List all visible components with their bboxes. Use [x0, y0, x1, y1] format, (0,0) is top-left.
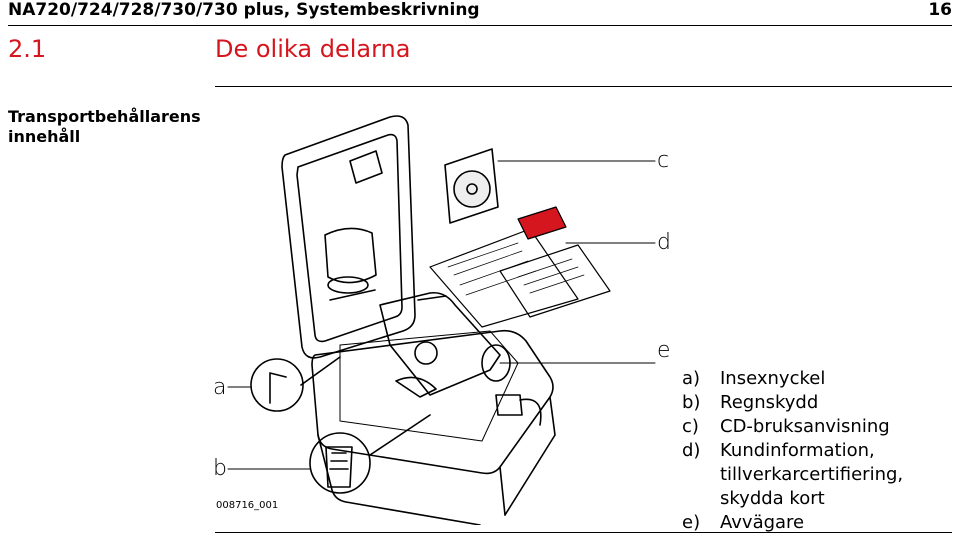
- level-instrument-illustration: [379, 291, 511, 398]
- callout-b: b: [213, 456, 227, 481]
- legend-text: Kundinformation, tillverkarcertifiering,…: [720, 440, 904, 509]
- section-title: De olika delarna: [215, 35, 411, 63]
- legend-key: e): [682, 512, 701, 533]
- case-lid: [281, 115, 416, 359]
- callout-e: e: [657, 338, 671, 363]
- legend-key: b): [682, 392, 701, 413]
- legend-item: b) Regnskydd: [682, 391, 960, 415]
- legend-key: d): [682, 440, 701, 461]
- case-body: [311, 329, 556, 525]
- callout-d: d: [657, 230, 671, 255]
- legend-text: CD-bruksanvisning: [720, 416, 890, 437]
- legend-key: a): [682, 368, 701, 389]
- legend-item: a) Insexnyckel: [682, 367, 960, 391]
- cd-illustration: [444, 148, 499, 224]
- legend-text: Regnskydd: [720, 392, 819, 413]
- legend-item: c) CD-bruksanvisning: [682, 415, 960, 439]
- figure-code: 008716_001: [216, 500, 279, 511]
- hex-key-illustration: [250, 356, 341, 412]
- legend-list: a) Insexnyckel b) Regnskydd c) CD-bruksanvi…: [682, 367, 960, 535]
- documents-illustration: [429, 228, 611, 328]
- section-number: 2.1: [8, 35, 47, 63]
- document-title: NA720/724/728/730/730 plus, Systembeskri…: [8, 0, 480, 20]
- legend-text: Insexnyckel: [720, 368, 826, 389]
- footer-rule: [215, 532, 952, 533]
- rain-cover-illustration: [309, 414, 431, 494]
- protection-card: [517, 206, 567, 240]
- callout-a: a: [213, 375, 227, 400]
- side-heading: Transportbehållarens innehåll: [8, 107, 201, 146]
- callout-c: c: [657, 148, 670, 173]
- legend-item: e) Avvägare: [682, 511, 960, 535]
- legend-text: Avvägare: [720, 512, 805, 533]
- header-rule: [8, 25, 952, 26]
- case-contents-illustration: [227, 115, 656, 525]
- legend-item: d) Kundinformation, tillverkarcertifierin…: [682, 439, 960, 511]
- legend-key: c): [682, 416, 699, 437]
- page-number: 16: [928, 0, 952, 20]
- section-rule: [215, 86, 952, 87]
